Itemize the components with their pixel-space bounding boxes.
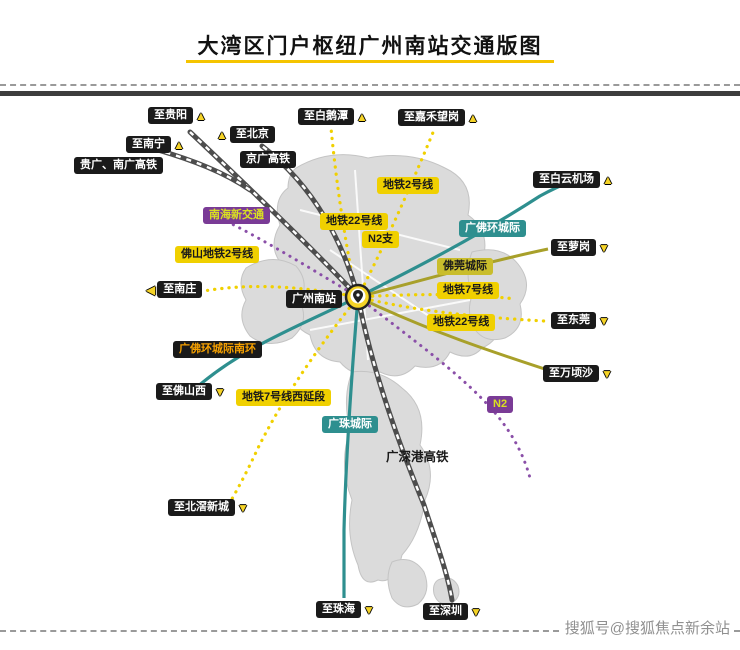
region-far-south	[387, 559, 428, 608]
line-label: 京广高铁	[240, 151, 296, 168]
line-metro-2	[356, 128, 436, 299]
direction-arrow-icon: ▼	[601, 366, 613, 381]
line-label: 南海新交通	[203, 207, 270, 224]
line-label: 佛山地铁2号线	[175, 246, 260, 263]
line-label: 佛莞城际	[437, 258, 493, 275]
destination-label: 至南宁▲	[126, 136, 185, 153]
destination-name: 至珠海	[316, 601, 361, 618]
destination-name: 至嘉禾望岗	[398, 109, 465, 126]
destination-label: 至嘉禾望岗▲	[398, 109, 479, 126]
destination-label: ◀至南庄	[146, 281, 203, 298]
direction-arrow-icon: ▲	[195, 108, 207, 123]
direction-arrow-icon: ▲	[467, 110, 479, 125]
line-label: 地铁7号线西延段	[236, 389, 332, 406]
destination-name: 至佛山西	[156, 383, 212, 400]
destination-name: 至北滘新城	[168, 499, 235, 516]
destination-name: 至南庄	[157, 281, 203, 298]
destination-name: 至东莞	[551, 312, 596, 329]
destination-label: 至东莞▼	[551, 312, 610, 329]
direction-arrow-icon: ▲	[602, 172, 614, 187]
destination-name: 至万顷沙	[543, 365, 599, 382]
line-to-wanqingsha	[357, 295, 561, 376]
destination-name: 至南宁	[126, 136, 171, 153]
destination-label: 至佛山西▼	[156, 383, 226, 400]
destination-label: 至万顷沙▼	[543, 365, 613, 382]
line-label: N2	[487, 396, 514, 413]
line-label: 地铁2号线	[377, 177, 440, 194]
direction-arrow-icon: ◀	[146, 282, 156, 297]
destination-name: 至贵阳	[148, 107, 193, 124]
destination-label: 至萝岗▼	[551, 239, 610, 256]
destination-label: 至珠海▼	[316, 601, 375, 618]
station-label: 广州南站	[286, 290, 342, 308]
station-marker	[344, 283, 372, 311]
destination-label: 至白云机场▲	[533, 171, 614, 188]
destination-name: 至北京	[229, 126, 275, 143]
watermark: 搜狐号@搜狐焦点新余站	[562, 617, 732, 638]
line-label: 广佛环城际南环	[173, 341, 262, 358]
line-guiguang-nanguang-hsr	[155, 129, 361, 300]
direction-arrow-icon: ▲	[356, 109, 368, 124]
destination-name: 至萝岗	[551, 239, 596, 256]
destination-name: 至白鹅潭	[298, 108, 354, 125]
destination-label: 至贵阳▲	[148, 107, 207, 124]
line-guangshengang-hsr	[355, 294, 455, 603]
region-west	[240, 259, 305, 344]
destination-label: 至北滘新城▼	[168, 499, 249, 516]
station-label-wrap: 广州南站	[286, 289, 342, 308]
destination-label: 至深圳▼	[423, 603, 482, 620]
line-label: 地铁22号线	[320, 213, 389, 230]
page-title: 大湾区门户枢纽广州南站交通版图	[197, 35, 543, 58]
direction-arrow-icon: ▲	[216, 127, 228, 142]
direction-arrow-icon: ▼	[363, 602, 375, 617]
direction-arrow-icon: ▼	[598, 313, 610, 328]
destination-name: 至深圳	[423, 603, 468, 620]
line-label: 地铁22号线	[427, 314, 496, 331]
separator-dashed-bottom	[0, 630, 740, 632]
direction-arrow-icon: ▼	[237, 500, 249, 515]
line-metro-7-west-extension	[227, 295, 360, 506]
title-underline	[186, 60, 554, 63]
destination-label: 至白鹅潭▲	[298, 108, 368, 125]
line-label: 广珠城际	[322, 416, 378, 433]
line-foshan-metro-2	[202, 284, 360, 299]
direction-arrow-icon: ▼	[598, 240, 610, 255]
direction-arrow-icon: ▼	[470, 604, 482, 619]
destination-label: ▲至北京	[216, 126, 275, 143]
separator-dashed-top	[0, 84, 740, 86]
direction-arrow-icon: ▲	[173, 137, 185, 152]
destination-name: 至白云机场	[533, 171, 600, 188]
direction-arrow-icon: ▼	[214, 384, 226, 399]
line-label: 广佛环城际	[459, 220, 526, 237]
line-label: 广深港高铁	[386, 450, 449, 464]
line-label: 地铁7号线	[437, 282, 500, 299]
line-metro-22-east	[356, 295, 546, 323]
separator-solid	[0, 91, 740, 96]
line-label: N2支	[362, 231, 400, 248]
line-label: 贵广、南广高铁	[74, 157, 163, 174]
